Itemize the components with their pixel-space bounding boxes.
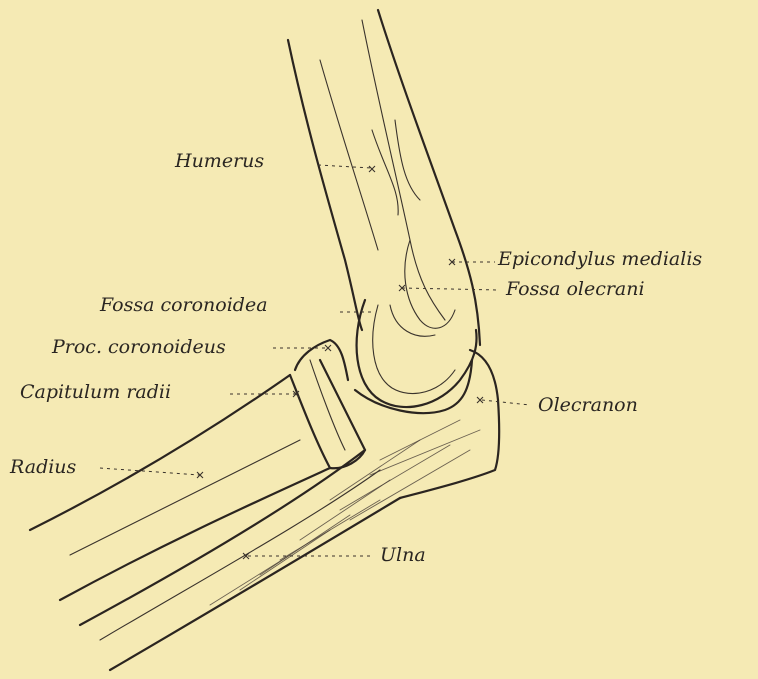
label-radius: Radius xyxy=(10,458,76,477)
label-capitulum-radii: Capitulum radii xyxy=(20,383,171,402)
humerus-shaft-left-outline xyxy=(288,40,362,330)
ulna-upper-edge xyxy=(80,450,365,625)
ulna-inner-line xyxy=(100,470,380,640)
label-olecranon: Olecranon xyxy=(538,396,638,415)
label-proc-coronoideus: Proc. coronoideus xyxy=(52,338,226,357)
fossa-olecrani-outline-2 xyxy=(390,305,435,336)
label-ulna: Ulna xyxy=(380,546,426,565)
humerus-inner-line-2 xyxy=(320,60,378,250)
humerus-leader xyxy=(318,165,372,168)
label-fossa-coronoidea: Fossa coronoidea xyxy=(100,296,268,315)
label-fossa-olecrani: Fossa olecrani xyxy=(506,280,645,299)
trochlea-inner-outline xyxy=(373,305,455,394)
radius-leader xyxy=(100,468,200,475)
ulna-hatching xyxy=(210,420,480,605)
fossa-olecrani-leader xyxy=(402,288,498,290)
olecranon-leader xyxy=(482,400,530,405)
label-humerus: Humerus xyxy=(175,152,264,171)
label-epicondylus-medialis: Epicondylus medialis xyxy=(498,250,702,269)
radius-lower-edge xyxy=(60,468,330,600)
trochlea-outline xyxy=(357,300,477,407)
coronoid-process-outline xyxy=(295,340,348,380)
radius-head-outline xyxy=(290,360,365,468)
olecranon-outline xyxy=(400,350,499,498)
cross-marks xyxy=(197,166,483,559)
fossa-olecrani-outline xyxy=(405,240,455,328)
humerus-trace-1 xyxy=(372,130,398,215)
